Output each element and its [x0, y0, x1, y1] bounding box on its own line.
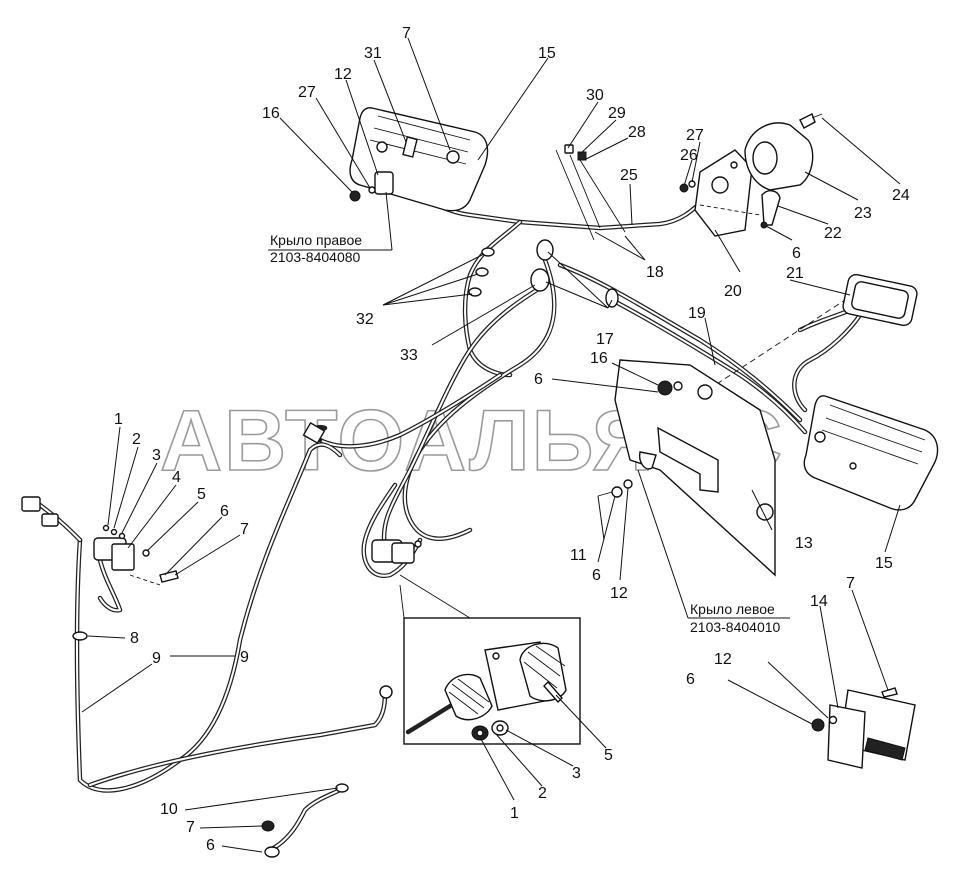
callout-label: 6 — [686, 671, 695, 688]
callout-label: 32 — [356, 311, 374, 328]
callout-label: 31 — [364, 45, 382, 62]
callout-label: 4 — [172, 469, 181, 486]
right-fender-caption: Крыло правое — [270, 232, 362, 248]
callout-label: 5 — [197, 486, 206, 503]
callout-label: 12 — [714, 651, 732, 668]
callout-label: 2 — [538, 785, 547, 802]
callout-label: 20 — [724, 283, 742, 300]
left-fender-caption: Крыло левое — [690, 601, 775, 617]
callout-label: 7 — [186, 819, 195, 836]
left-fender-code: 2103-8404010 — [690, 619, 781, 635]
callout-label: 3 — [152, 447, 161, 464]
callout-label: 8 — [130, 630, 139, 647]
callout-label: 10 — [160, 801, 178, 818]
right-fender-code: 2103-8404080 — [270, 249, 361, 265]
callout-label: 15 — [875, 555, 893, 572]
callout-label: 29 — [608, 105, 626, 122]
callout-label: 28 — [628, 124, 646, 141]
callout-label: 19 — [688, 305, 706, 322]
callout-label: 9 — [152, 650, 161, 667]
callout-label: 22 — [824, 225, 842, 242]
grommets — [468, 239, 619, 308]
callout-label: 14 — [810, 593, 828, 610]
callout-label: 11 — [570, 547, 587, 564]
callout-label: 6 — [592, 567, 601, 584]
callout-label: 1 — [114, 411, 123, 428]
callout-label: 5 — [604, 747, 613, 764]
callout-label: 6 — [792, 245, 801, 262]
switch-assembly-left — [93, 524, 179, 586]
callout-label: 23 — [854, 205, 872, 222]
callout-label: 7 — [402, 25, 411, 42]
callout-label: 12 — [610, 585, 628, 602]
callout-label: 21 — [786, 265, 804, 282]
callout-label: 24 — [892, 187, 910, 204]
callout-label: 27 — [686, 127, 704, 144]
callout-numbers: 1 2 3 4 5 6 7 8 9 9 10 7 6 1 2 3 5 11 6 … — [114, 25, 910, 854]
callout-label: 7 — [846, 575, 855, 592]
reverse-lamp-23 — [679, 113, 823, 237]
callout-label: 13 — [795, 535, 813, 552]
rear-lamp-left-15 — [803, 395, 939, 511]
side-marker-lamp-21 — [699, 273, 918, 413]
connector-detail-inset — [371, 539, 581, 745]
lamp-14 — [811, 687, 916, 769]
callout-label: 1 — [510, 805, 519, 822]
rear-lamp-right-15 — [349, 107, 489, 212]
callout-label: 26 — [680, 147, 698, 164]
callout-label: 15 — [538, 45, 556, 62]
callout-label: 12 — [334, 66, 352, 83]
callout-label: 27 — [298, 84, 316, 101]
callout-label: 30 — [586, 87, 604, 104]
ground-wire-10 — [261, 783, 349, 858]
callout-label: 6 — [206, 837, 215, 854]
callout-label: 16 — [262, 105, 280, 122]
leader-lines — [81, 37, 901, 853]
callout-label: 9 — [240, 649, 249, 666]
callout-label: 2 — [132, 431, 141, 448]
callout-label: 6 — [220, 503, 229, 520]
callout-label: 18 — [646, 264, 664, 281]
callout-label: 3 — [572, 765, 581, 782]
callout-label: 7 — [240, 521, 249, 538]
callout-label: 6 — [534, 371, 543, 388]
callout-label: 17 — [596, 331, 614, 348]
clamp-parts-28-30 — [555, 144, 626, 241]
callout-label: 16 — [590, 350, 608, 367]
harness-9 — [21, 421, 393, 793]
callout-label: 33 — [400, 347, 418, 364]
callout-label: 25 — [620, 167, 638, 184]
